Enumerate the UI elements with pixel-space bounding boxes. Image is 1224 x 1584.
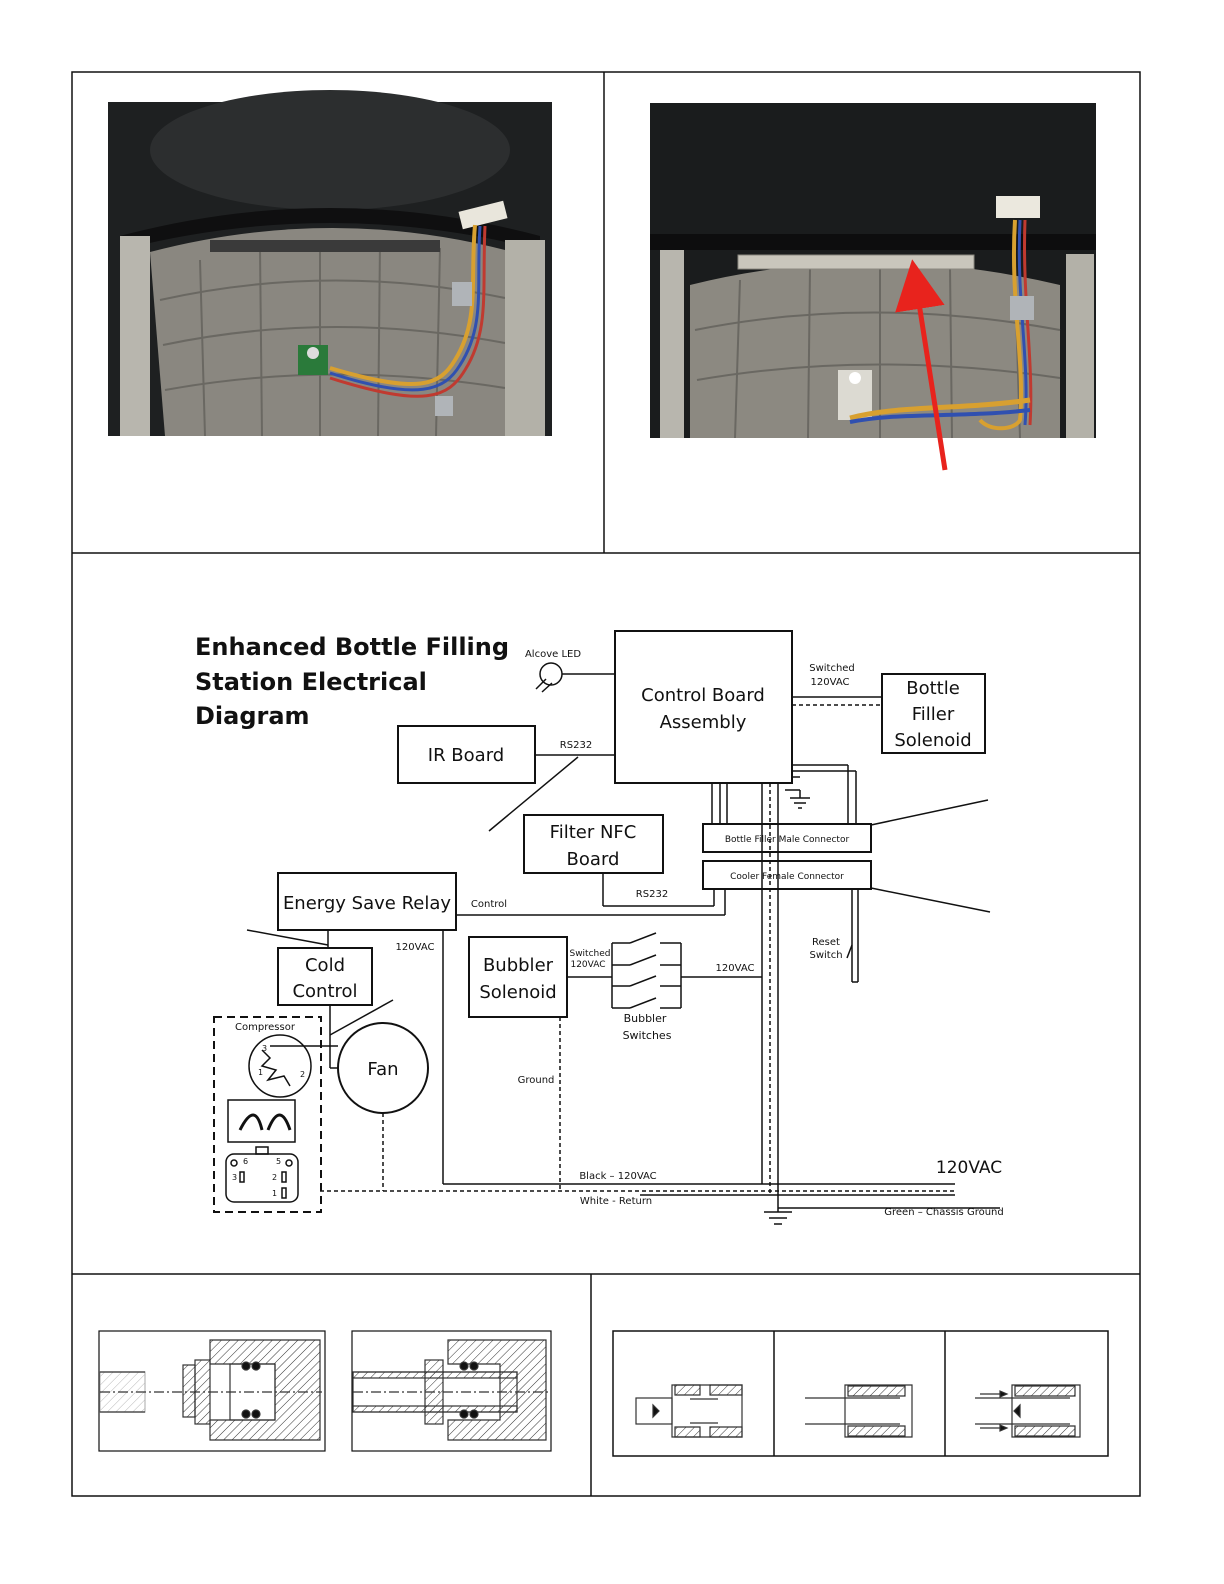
white-wire-label: White - Return <box>580 1196 652 1207</box>
ir-board-label: IR Board <box>428 745 504 766</box>
cooler-female-connector-box <box>702 860 872 890</box>
rs232-nfc-label: RS232 <box>636 889 668 900</box>
electrical-diagram: Enhanced Bottle Filling Station Electric… <box>195 630 1004 1225</box>
photo-left <box>108 90 552 437</box>
fan-label: Fan <box>367 1059 398 1080</box>
fitting-drawing-right <box>612 1330 1109 1457</box>
filter-nfc-board-box <box>523 814 664 874</box>
diagram-title-line-3: Diagram <box>195 702 310 730</box>
fitting-drawing-left-1 <box>98 1330 326 1452</box>
cold-control-label-2: Control <box>292 981 357 1002</box>
green-wire-label: Green – Chassis Ground <box>884 1207 1003 1218</box>
switched-120vac-top-label-1: Switched <box>809 663 855 674</box>
switched-120vac-bubbler-label-2: 120VAC <box>570 960 605 970</box>
table-grid <box>71 71 1141 1497</box>
bottle-filler-solenoid-label-3: Solenoid <box>894 730 971 751</box>
bottle-filler-solenoid-box <box>881 673 986 754</box>
bubbler-solenoid-label-1: Bubbler <box>483 955 554 976</box>
compressor-pin: 5 <box>276 1157 281 1166</box>
bottle-filler-solenoid-label-2: Filler <box>912 704 955 725</box>
filter-nfc-board-label-1: Filter NFC <box>550 822 637 843</box>
compressor-pin: 3 <box>232 1173 237 1182</box>
bubbler-switches-label-1: Bubbler <box>624 1012 667 1025</box>
energy-save-relay-box <box>277 872 457 931</box>
black-wire-label: Black – 120VAC <box>579 1171 656 1182</box>
control-board-box <box>614 630 793 784</box>
reset-switch-label-1: Reset <box>812 937 840 948</box>
rs232-ir-label: RS232 <box>560 740 592 751</box>
cold-control-label-1: Cold <box>305 955 345 976</box>
bubbler-solenoid-label-2: Solenoid <box>479 982 556 1003</box>
main-supply-label: 120VAC <box>936 1158 1002 1178</box>
photo-right <box>650 103 1096 471</box>
control-wire-label: Control <box>471 899 507 910</box>
cold-control-box <box>277 947 373 1006</box>
alcove-led-label: Alcove LED <box>525 649 581 660</box>
compressor-enclosure <box>213 1016 322 1213</box>
diagram-title-line-1: Enhanced Bottle Filling <box>195 633 509 661</box>
reset-switch-label-2: Switch <box>809 950 842 961</box>
filter-nfc-board-label-2: Board <box>567 849 620 870</box>
compressor-pin: 2 <box>300 1070 305 1079</box>
compressor-pin: 1 <box>272 1189 277 1198</box>
energy-save-relay-label: Energy Save Relay <box>283 893 451 914</box>
compressor-pin: 3 <box>262 1044 267 1053</box>
control-board-label-2: Assembly <box>660 712 747 733</box>
compressor-label: Compressor <box>235 1022 296 1033</box>
control-board-label-1: Control Board <box>641 685 765 706</box>
pointer-arrow <box>895 259 948 471</box>
bubbler-solenoid-box <box>468 936 568 1018</box>
switched-120vac-bubbler-label-1: Switched <box>569 949 610 959</box>
fitting-drawing-left-2 <box>351 1330 552 1452</box>
compressor-pin: 6 <box>243 1157 248 1166</box>
bubbler-switches-label-2: Switches <box>623 1029 672 1042</box>
bottle-filler-male-connector-label: Bottle Filler Male Connector <box>725 835 850 845</box>
compressor-pin: 1 <box>258 1068 263 1077</box>
diagram-title-line-2: Station Electrical <box>195 668 427 696</box>
bubbler-120vac-label: 120VAC <box>716 963 755 974</box>
switched-120vac-top-label-2: 120VAC <box>811 677 850 688</box>
relay-120vac-label: 120VAC <box>396 942 435 953</box>
bottle-filler-male-connector-box <box>702 823 872 853</box>
ground-label: Ground <box>518 1075 555 1086</box>
cooler-female-connector-label: Cooler Female Connector <box>730 872 844 882</box>
bottle-filler-solenoid-label-1: Bottle <box>906 678 960 699</box>
compressor-pin: 2 <box>272 1173 277 1182</box>
